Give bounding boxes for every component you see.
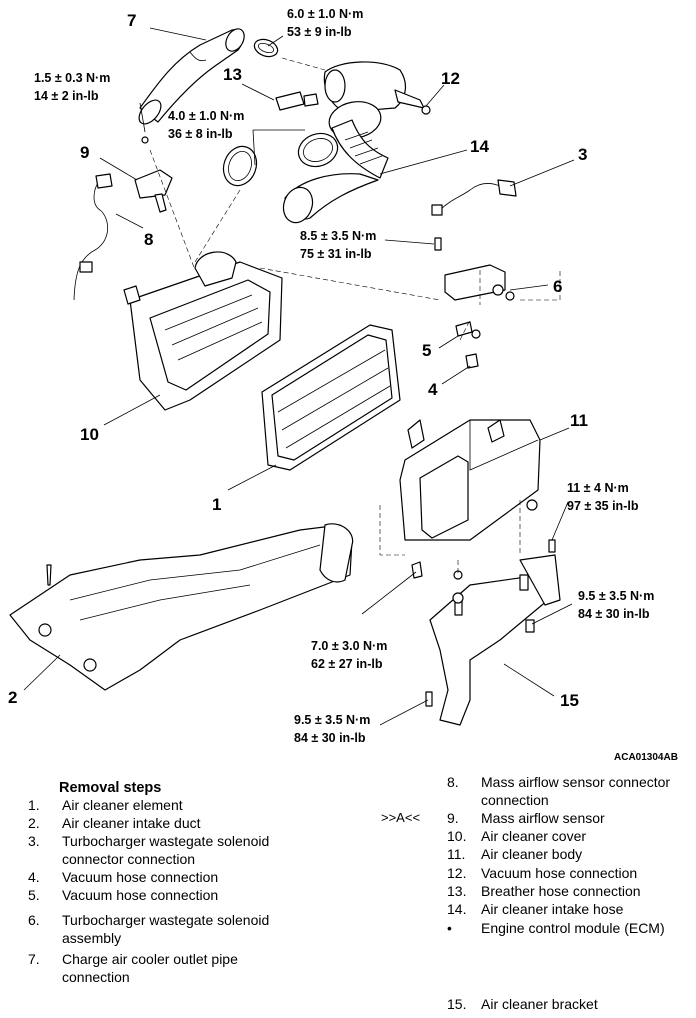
torque-1-5nm-inlb: 14 ± 2 in-lb <box>34 89 99 103</box>
torque-9-5nm-upper: 9.5 ± 3.5 N·m <box>578 589 654 603</box>
air-cleaner-body <box>399 419 541 541</box>
exploded-parts-diagram: 7 13 12 14 9 3 8 6 5 4 10 11 1 2 15 6.0 … <box>8 7 678 763</box>
airflow-sensor-connector-harness <box>73 173 113 301</box>
vacuum-hose-fittings <box>455 321 481 369</box>
air-cleaner-element <box>261 324 401 471</box>
torque-7nm: 7.0 ± 3.0 N·m <box>311 639 387 653</box>
callout-13: 13 <box>223 65 242 84</box>
air-cleaner-intake-duct <box>9 523 354 691</box>
step-5: 5. Vacuum hose connection <box>28 887 219 903</box>
callout-4: 4 <box>428 380 438 399</box>
step-4: 4. Vacuum hose connection <box>28 869 219 885</box>
callout-9: 9 <box>80 143 89 162</box>
step-10: 10. Air cleaner cover <box>447 828 587 844</box>
callout-15: 15 <box>560 691 579 710</box>
callout-7: 7 <box>127 11 136 30</box>
torque-6nm-inlb: 53 ± 9 in-lb <box>287 25 352 39</box>
step-15: 15. Air cleaner bracket <box>447 996 598 1012</box>
torque-6nm: 6.0 ± 1.0 N·m <box>287 7 363 21</box>
air-cleaner-intake-hose <box>282 101 389 224</box>
callout-11: 11 <box>570 411 588 430</box>
hose-clamp-top <box>253 38 279 58</box>
torque-specs: 6.0 ± 1.0 N·m 53 ± 9 in-lb 1.5 ± 0.3 N·m… <box>34 7 654 745</box>
hose-clamp-middle <box>222 132 339 187</box>
torque-1-5nm: 1.5 ± 0.3 N·m <box>34 71 110 85</box>
operation-mark-a: >>A<< <box>381 810 421 825</box>
figure-ref-code: ACA01304AB <box>614 752 678 763</box>
assembly-guide-lines <box>149 57 561 575</box>
torque-7nm-inlb: 62 ± 27 in-lb <box>311 657 383 671</box>
callout-5: 5 <box>422 341 431 360</box>
removal-steps-heading: Removal steps <box>59 780 162 796</box>
removal-steps-section: Removal steps 1. Air cleaner element 2. … <box>0 765 696 1018</box>
torque-9-5nm-upper-inlb: 84 ± 30 in-lb <box>578 607 650 621</box>
callout-10: 10 <box>80 425 99 444</box>
torque-11nm-inlb: 97 ± 35 in-lb <box>567 499 639 513</box>
callout-14: 14 <box>470 137 489 156</box>
breather-hose-fitting <box>275 91 319 111</box>
torque-8-5nm-inlb: 75 ± 31 in-lb <box>300 247 372 261</box>
mass-airflow-sensor <box>134 136 173 213</box>
air-cleaner-bracket <box>429 554 561 726</box>
torque-4nm-inlb: 36 ± 8 in-lb <box>168 127 233 141</box>
torque-9-5nm-lower-inlb: 84 ± 30 in-lb <box>294 731 366 745</box>
airflow-duct-upper <box>323 61 431 115</box>
step-2: 2. Air cleaner intake duct <box>28 815 201 831</box>
callout-8: 8 <box>144 230 153 249</box>
step-11: 11. Air cleaner body <box>447 846 583 862</box>
torque-4nm: 4.0 ± 1.0 N·m <box>168 109 244 123</box>
fastener-bolts <box>411 237 556 707</box>
step-1: 1. Air cleaner element <box>28 797 183 813</box>
torque-9-5nm-lower: 9.5 ± 3.5 N·m <box>294 713 370 727</box>
torque-8-5nm: 8.5 ± 3.5 N·m <box>300 229 376 243</box>
callout-leaders <box>23 27 575 726</box>
air-cleaner-cover <box>123 251 283 411</box>
callout-2: 2 <box>8 688 17 707</box>
callout-1: 1 <box>212 495 221 514</box>
wastegate-solenoid-assembly <box>431 179 517 301</box>
step-14: 14. Air cleaner intake hose <box>447 901 624 917</box>
charge-air-cooler-outlet-pipe <box>138 28 245 125</box>
callout-12: 12 <box>441 69 460 88</box>
torque-11nm: 11 ± 4 N·m <box>567 481 629 495</box>
callout-numbers: 7 13 12 14 9 3 8 6 5 4 10 11 1 2 15 <box>8 11 588 710</box>
step-13: 13. Breather hose connection <box>447 883 641 899</box>
step-ecm: • Engine control module (ECM) <box>447 920 665 936</box>
callout-6: 6 <box>553 277 562 296</box>
step-9: 9. Mass airflow sensor <box>447 810 605 826</box>
step-12: 12. Vacuum hose connection <box>447 865 638 881</box>
callout-3: 3 <box>578 145 587 164</box>
